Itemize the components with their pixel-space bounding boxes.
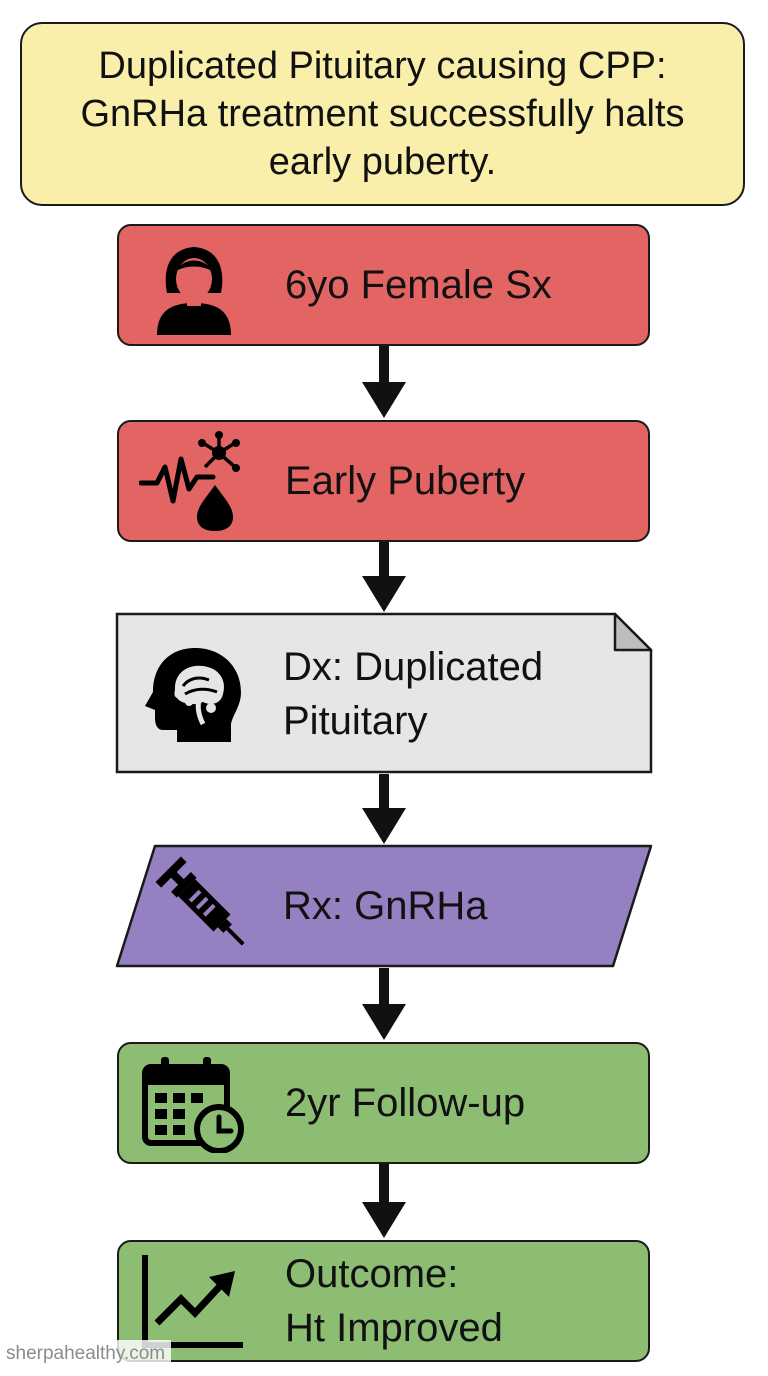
trend-up-icon — [142, 1255, 243, 1348]
node-symptom: Early Puberty — [117, 420, 650, 542]
node-outcome-label-line2: Ht Improved — [285, 1306, 503, 1350]
hormone-pulse-icon — [139, 431, 240, 531]
calendar-clock-icon — [142, 1057, 244, 1153]
node-diagnosis-shape — [115, 612, 653, 774]
node-patient-label: 6yo Female Sx — [285, 263, 552, 307]
flow-arrow-3 — [362, 774, 406, 844]
node-patient: 6yo Female Sx — [117, 224, 650, 346]
brain-head-icon — [145, 648, 241, 742]
watermark: sherpahealthy.com — [0, 1340, 172, 1368]
female-person-icon — [157, 247, 231, 335]
node-treatment-shape — [115, 844, 653, 968]
node-outcome: Outcome: Ht Improved — [117, 1240, 650, 1362]
flow-arrow-2 — [362, 542, 406, 612]
node-diagnosis: Dx: Duplicated Pituitary — [117, 614, 650, 772]
diagram-title: Duplicated Pituitary causing CPP: GnRHa … — [80, 45, 685, 183]
node-treatment-label: Rx: GnRHa — [283, 884, 488, 928]
flow-arrow-1 — [362, 346, 406, 418]
flow-arrow-4 — [362, 968, 406, 1040]
node-followup-label: 2yr Follow-up — [285, 1081, 526, 1125]
node-followup: 2yr Follow-up — [117, 1042, 650, 1164]
node-symptom-label: Early Puberty — [285, 459, 526, 503]
node-diagnosis-label-line1: Dx: Duplicated — [283, 645, 544, 689]
node-outcome-label: Outcome: Ht Improved — [285, 1247, 503, 1355]
node-diagnosis-label: Dx: Duplicated Pituitary — [283, 640, 543, 748]
flow-arrow-5 — [362, 1164, 406, 1238]
diagram-title-box: Duplicated Pituitary causing CPP: GnRHa … — [20, 22, 745, 206]
node-treatment: Rx: GnRHa — [117, 846, 650, 966]
node-diagnosis-label-line2: Pituitary — [283, 699, 428, 743]
syringe-icon — [155, 856, 245, 946]
node-outcome-label-line1: Outcome: — [285, 1252, 459, 1296]
